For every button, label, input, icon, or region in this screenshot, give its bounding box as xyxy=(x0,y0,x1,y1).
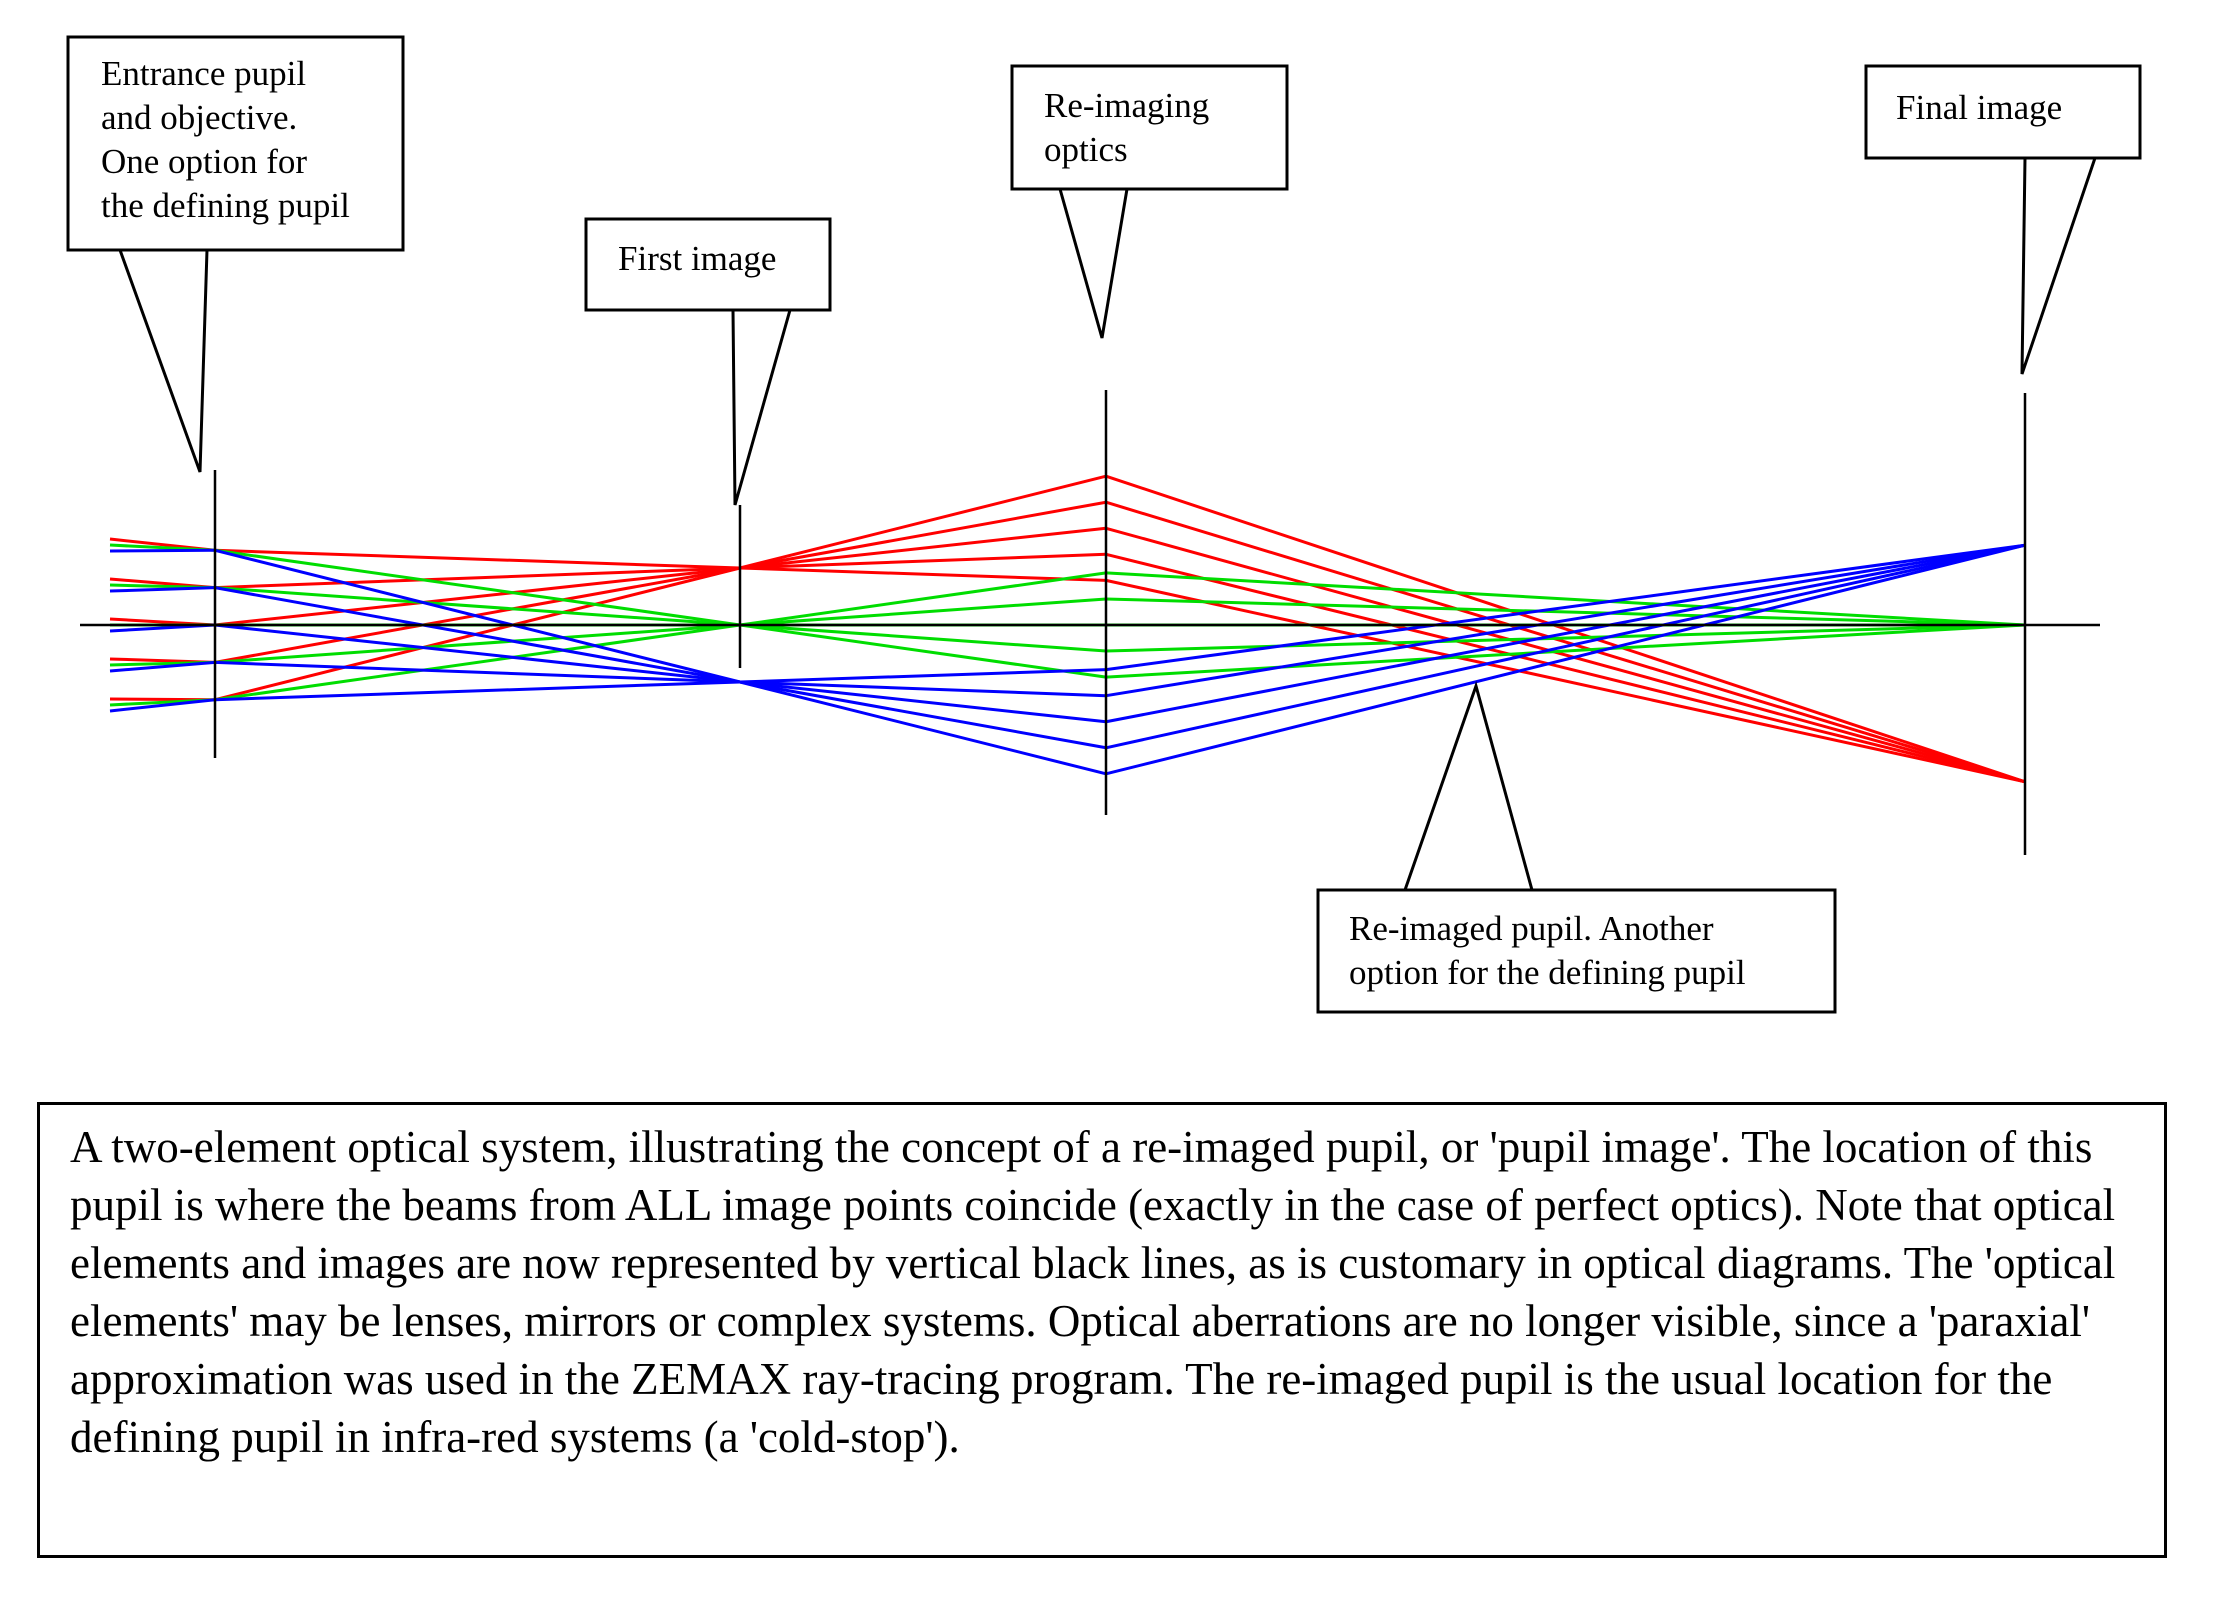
ray-green-1-to-relay xyxy=(739,623,1107,653)
ray-bundles xyxy=(109,474,2026,784)
ray-blue-4-to-relay xyxy=(739,668,1107,684)
ray-red-0-to-final-image xyxy=(1105,578,2026,784)
callout-reimaging-optics-label: Re-imaging optics xyxy=(1044,86,1210,169)
ray-green-0-to-first-image xyxy=(214,548,741,627)
ray-blue-1-in xyxy=(109,586,216,593)
ray-red-2-to-relay xyxy=(739,526,1107,570)
callout-final-image-label: Final image xyxy=(1896,88,2063,127)
callout-entrance-pupil-pointer xyxy=(118,249,209,473)
ray-blue-2-to-first-image xyxy=(214,623,741,684)
ray-red-1-to-final-image xyxy=(1105,552,2026,784)
ray-blue-0-to-final-image xyxy=(1105,543,2026,776)
ray-red-2-to-final-image xyxy=(1105,526,2026,784)
ray-blue-1-to-final-image xyxy=(1105,543,2026,750)
ray-blue-3-to-first-image xyxy=(214,660,741,684)
ray-red-1-to-first-image xyxy=(214,566,741,590)
ray-red-2-to-first-image xyxy=(214,566,741,627)
ray-red-3-to-relay xyxy=(739,500,1107,570)
callout-shapes xyxy=(66,35,2142,1014)
ray-red-0-to-relay xyxy=(739,566,1107,582)
callout-final-image-pointer xyxy=(2020,157,2097,375)
ray-green-3-to-relay xyxy=(739,597,1107,627)
ray-green-4-to-final-image xyxy=(1105,571,2026,627)
ray-green-1-to-first-image xyxy=(214,586,741,627)
ray-green-3-to-final-image xyxy=(1105,597,2026,627)
ray-blue-3-to-relay xyxy=(739,680,1107,698)
callout-reimaged-pupil-box xyxy=(1316,888,1837,1014)
callout-first-image-box xyxy=(584,217,832,312)
ray-blue-2-to-final-image xyxy=(1105,543,2026,724)
callout-reimaging-optics-box xyxy=(1010,64,1289,191)
ray-green-4-to-relay xyxy=(739,571,1107,627)
ray-blue-4-to-final-image xyxy=(1105,543,2026,672)
ray-blue-3-in xyxy=(109,660,216,673)
ray-green-3-to-first-image xyxy=(214,623,741,664)
ray-blue-3-to-final-image xyxy=(1105,543,2026,698)
ray-green-0-to-relay xyxy=(739,623,1107,679)
ray-red-4-to-relay xyxy=(739,474,1107,570)
callout-reimaged-pupil-pointer xyxy=(1403,680,1534,891)
callout-first-image-label: First image xyxy=(618,239,777,278)
ray-green-1-to-final-image xyxy=(1105,623,2026,653)
ray-red-1-to-relay xyxy=(739,552,1107,570)
ray-red-3-to-final-image xyxy=(1105,500,2026,784)
ray-blue-0-in xyxy=(109,548,216,553)
caption-text: A two-element optical system, illustrati… xyxy=(70,1122,2116,1462)
ray-green-4-to-first-image xyxy=(214,623,741,702)
ray-blue-4-to-first-image xyxy=(214,680,741,702)
ray-blue-1-to-relay xyxy=(739,680,1107,750)
ray-blue-4-in xyxy=(109,698,216,713)
ray-blue-0-to-relay xyxy=(739,680,1107,776)
callout-entrance-pupil-label: Entrance pupil and objective. One option… xyxy=(101,54,350,225)
ray-red-0-to-first-image xyxy=(214,548,741,570)
ray-red-4-to-final-image xyxy=(1105,474,2026,784)
caption-box xyxy=(37,1102,2167,1558)
ray-blue-2-to-relay xyxy=(739,680,1107,724)
ray-blue-1-to-first-image xyxy=(214,586,741,684)
callout-reimaged-pupil-label: Re-imaged pupil. Another option for the … xyxy=(1349,909,1746,992)
ray-blue-0-to-first-image xyxy=(214,548,741,684)
ray-green-0-to-final-image xyxy=(1105,623,2026,679)
callout-first-image-pointer xyxy=(731,309,792,506)
callout-entrance-pupil-box xyxy=(66,35,405,252)
callout-reimaging-optics-pointer xyxy=(1058,188,1129,339)
optical-elements xyxy=(80,390,2100,855)
callout-final-image-box xyxy=(1864,64,2142,160)
